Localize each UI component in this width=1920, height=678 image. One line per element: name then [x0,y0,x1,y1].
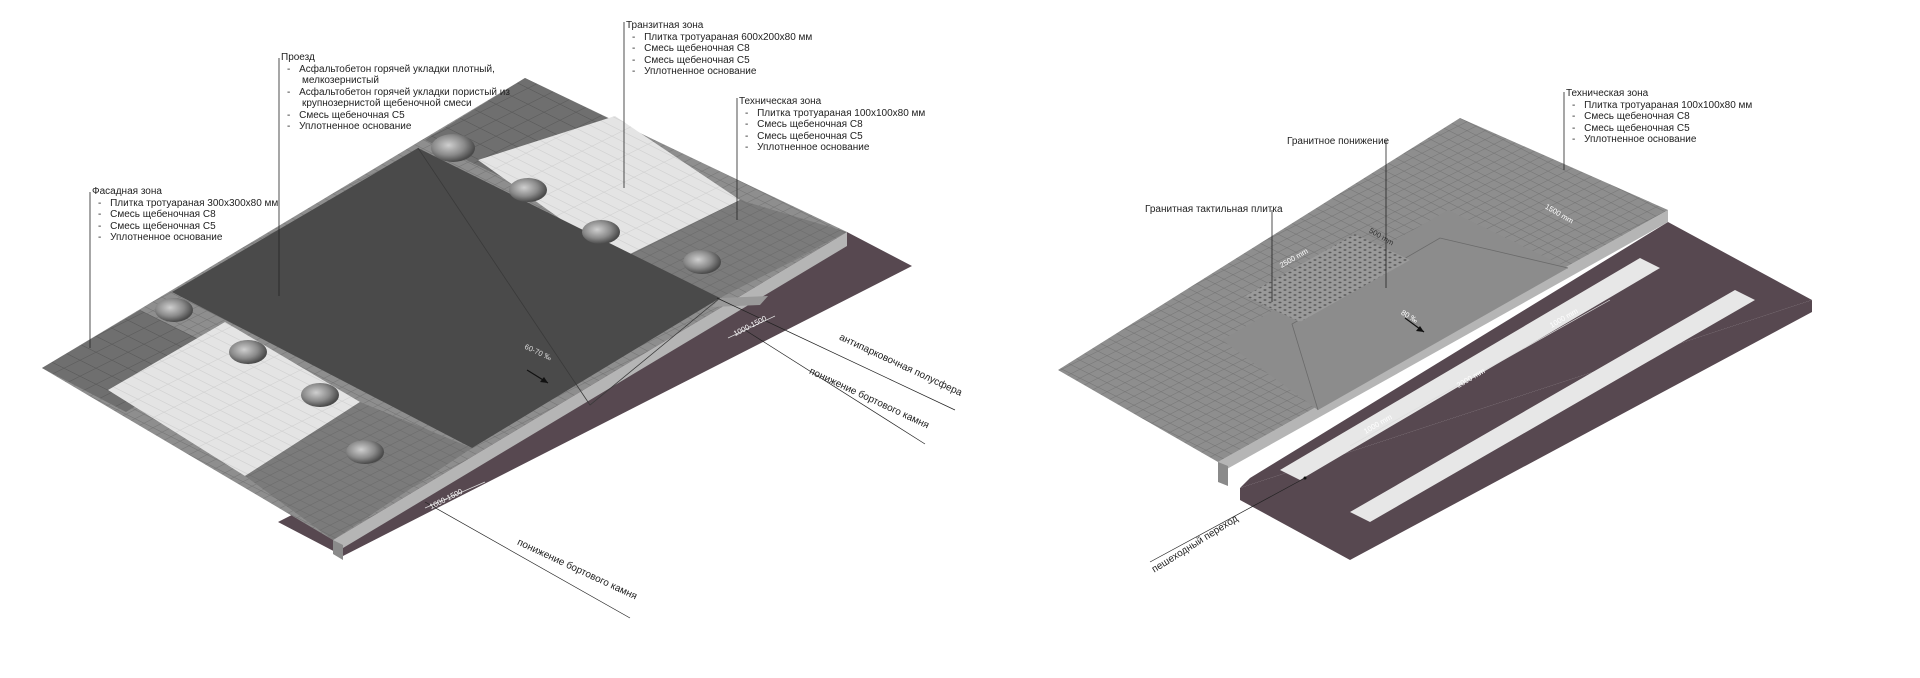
asphalt-driveway [172,148,720,448]
label-granite-drop: Гранитное понижение [1287,136,1390,147]
granite-lowered [1222,210,1568,410]
note-title: Транзитная зона [626,20,704,31]
technical-zone-bottom [245,402,472,540]
tactile-tile [1245,234,1410,322]
facade-zone-top [425,78,620,186]
transit-zone-top [478,116,740,260]
note-item: Асфальтобетон горячей укладки пористый и… [287,87,510,99]
asphalt-slope-line [417,147,721,406]
note-facade: Фасадная зона Плитка тротуараная 300x300… [92,186,278,244]
leader-crossing [1149,477,1306,563]
right-dim-line-1 [1349,299,1611,447]
note-item: Смесь щебеночная С8 [632,43,812,55]
right-curb [1218,210,1668,474]
note-technical: Техническая зона Плитка тротуараная 100x… [739,96,925,154]
bollard-6 [229,340,267,364]
note-item: Смесь щебеночная С8 [98,209,278,221]
note-item: Смесь щебеночная С5 [98,221,278,233]
bollard-2 [509,178,547,202]
note-item: мелкозернистый [302,75,379,86]
note-item: Уплотненное основание [632,66,812,78]
note-road: Проезд Асфальтобетон горячей укладки пло… [281,52,510,133]
bollard-7 [301,383,339,407]
note-item: Плитка тротуараная 300x300x80 мм [98,198,278,210]
note-item: Плитка тротуараная 100x100x80 мм [1572,100,1752,112]
leader-antiparking [716,297,956,411]
note-item: Смесь щебеночная С5 [1572,123,1752,135]
note-item: Уплотненное основание [1572,134,1752,146]
dim-line-1 [727,315,776,339]
left-drawing [42,22,956,619]
note-right-technical: Техническая зона Плитка тротуараная 100x… [1566,88,1752,146]
note-item: Асфальтобетон горячей укладки плотный, [287,64,510,76]
note-item: Плитка тротуараная 600x200x80 мм [632,32,812,44]
curb-left [333,232,847,554]
note-item: Уплотненное основание [287,121,510,133]
note-item: Смесь щебеночная С5 [632,55,812,67]
slope-arrowhead [540,377,548,383]
note-item: Смесь щебеночная С8 [1572,111,1752,123]
note-title: Техническая зона [739,96,822,107]
bollard-5 [155,298,193,322]
leader-curb-drop-1 [744,329,926,445]
curb-ramp [712,296,768,307]
note-title: Техническая зона [1566,88,1649,99]
note-transit: Транзитная зона Плитка тротуараная 600x2… [626,20,812,78]
right-curb-face [1218,462,1228,486]
note-item: Уплотненное основание [745,142,925,154]
note-item: Смесь щебеночная С5 [745,131,925,143]
facade-zone-bottom [42,310,225,412]
label-tactile-tile: Гранитная тактильная плитка [1145,204,1283,215]
dim-line-2 [424,481,486,509]
transit-zone-bottom [108,322,360,476]
right-drawing [1058,92,1812,563]
crossing-point [1303,476,1307,480]
bollard-4 [683,250,721,274]
note-item: Смесь щебеночная С5 [287,110,510,122]
bollard-8 [346,440,384,464]
bollard-1 [431,134,475,162]
bollard-3 [582,220,620,244]
note-item: крупнозернистой щебеночной смеси [302,98,472,109]
curb-face [333,540,343,560]
leader-curb-drop-2 [424,501,631,619]
note-item: Плитка тротуараная 100x100x80 мм [745,108,925,120]
zebra-stripe-2 [1350,290,1755,522]
note-title: Фасадная зона [92,186,162,197]
right-slope-arrowhead [1416,326,1424,332]
zebra-stripe-1 [1280,258,1660,480]
note-item: Уплотненное основание [98,232,278,244]
technical-zone-top [618,200,847,298]
note-title: Проезд [281,52,315,63]
note-item: Смесь щебеночная С8 [745,119,925,131]
